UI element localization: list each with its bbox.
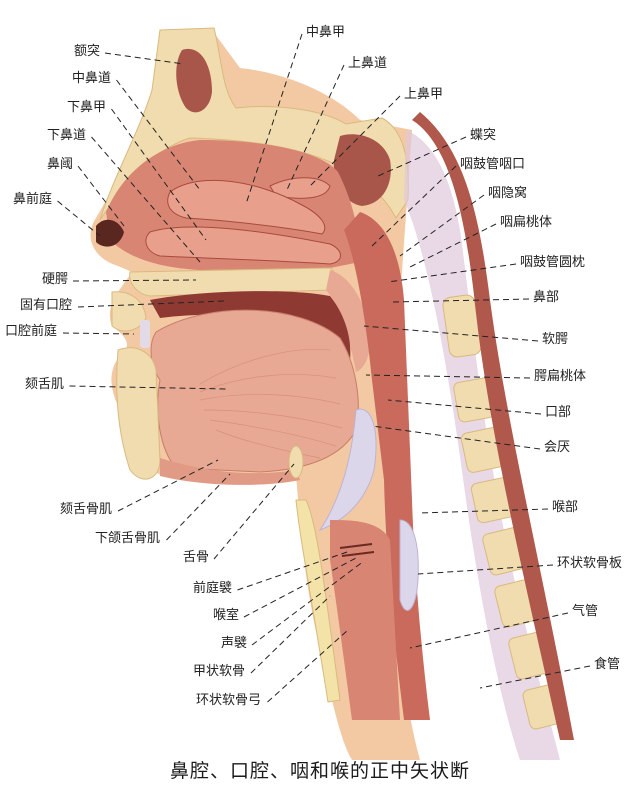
- label-pharyngeal-opening-auditory-tube: 咽鼓管咽口: [460, 157, 526, 172]
- leader-trachea: [409, 612, 569, 649]
- label-pharyngeal-recess: 咽隐窝: [488, 186, 528, 201]
- label-thyroid-cartilage: 甲状软骨: [193, 664, 246, 679]
- label-laryngeal-ventricle: 喉室: [213, 608, 240, 623]
- leader-oral-vestibule: [62, 332, 135, 335]
- figure-caption: 鼻腔、口腔、咽和喉的正中矢状断: [169, 760, 470, 782]
- leader-oral-cavity-proper: [77, 300, 225, 308]
- leader-laryngeal-ventricle: [243, 556, 359, 618]
- tongue: [150, 309, 359, 473]
- leader-nasal-vestibule: [57, 200, 101, 237]
- leader-oropharynx: [387, 399, 542, 415]
- leader-pharyngeal-recess: [399, 194, 485, 257]
- leader-cricoid-arch: [267, 629, 349, 703]
- label-inferior-nasal-meatus: 下鼻道: [47, 128, 87, 143]
- floor-of-mouth: [160, 458, 300, 485]
- leader-hyoid-bone: [213, 463, 295, 560]
- leader-nasopharynx: [391, 298, 530, 303]
- leader-middle-nasal-meatus: [116, 79, 201, 191]
- leader-esophagus: [479, 665, 591, 689]
- leader-epiglottis: [371, 425, 541, 450]
- inferior-concha: [145, 226, 341, 265]
- leader-torus-tubarius: [387, 263, 517, 283]
- leader-palatine-tonsil: [365, 374, 531, 379]
- leader-inferior-nasal-meatus: [91, 136, 201, 263]
- vertebrae: [442, 294, 570, 730]
- label-mylohyoid: 下颌舌骨肌: [95, 531, 161, 546]
- label-torus-tubarius: 咽鼓管圆枕: [520, 255, 586, 270]
- label-middle-nasal-meatus: 中鼻道: [72, 71, 112, 86]
- frontal-sinus-cavity: [176, 48, 212, 113]
- leader-vocal-fold: [251, 560, 365, 646]
- label-inferior-nasal-concha: 下鼻甲: [67, 100, 107, 115]
- label-sphenoid-sinus: 蝶突: [470, 128, 497, 143]
- incisor: [140, 320, 150, 348]
- label-oropharynx: 口部: [545, 405, 572, 420]
- hyoid-bone-shape: [288, 445, 304, 479]
- label-laryngopharynx: 喉部: [552, 500, 579, 515]
- oral-cavity-roof: [150, 291, 351, 360]
- leader-superior-nasal-meatus: [285, 64, 345, 193]
- leader-cricoid-lamina: [417, 564, 554, 575]
- soft-palate-tissue: [326, 270, 371, 372]
- leader-laryngopharynx: [419, 508, 549, 514]
- label-soft-palate: 软腭: [542, 332, 569, 347]
- label-middle-nasal-concha: 中鼻甲: [306, 25, 346, 40]
- label-pharyngeal-tonsil: 咽扁桃体: [500, 215, 553, 230]
- label-oral-cavity-proper: 固有口腔: [20, 298, 73, 313]
- label-hard-palate: 硬腭: [42, 272, 69, 287]
- label-esophagus: 食管: [594, 657, 621, 672]
- leader-limen-nasi: [77, 165, 125, 227]
- leader-frontal-sinus: [104, 52, 185, 65]
- label-frontal-sinus: 额突: [74, 44, 101, 59]
- label-superior-nasal-meatus: 上鼻道: [348, 56, 388, 71]
- leader-mylohyoid: [166, 473, 231, 541]
- label-vestibular-fold: 前庭襞: [193, 581, 233, 596]
- leader-pharyngeal-tonsil: [407, 223, 497, 269]
- larynx-trachea: [330, 520, 400, 720]
- leader-inferior-nasal-concha: [111, 108, 207, 241]
- vocal-folds: [339, 543, 375, 557]
- label-limen-nasi: 鼻阈: [47, 157, 74, 172]
- label-palatine-tonsil: 腭扁桃体: [534, 369, 587, 384]
- leader-sphenoid-sinus: [377, 136, 467, 177]
- posterior-neck-muscle: [412, 112, 574, 740]
- leader-hard-palate: [72, 279, 197, 282]
- label-vocal-fold: 声襞: [221, 636, 248, 651]
- thyroid-cartilage-shape: [295, 499, 341, 703]
- label-epiglottis: 会厌: [544, 440, 571, 455]
- label-superior-nasal-concha: 上鼻甲: [404, 87, 444, 102]
- leader-superior-nasal-concha: [309, 95, 401, 187]
- label-cricoid-arch: 环状软骨弓: [196, 693, 262, 708]
- leader-genioglossus: [69, 385, 227, 390]
- epiglottis-shape: [318, 408, 377, 532]
- label-cricoid-lamina: 环状软骨板: [557, 556, 623, 571]
- upper-lip: [111, 291, 147, 332]
- leader-geniohyoid: [117, 459, 219, 512]
- label-hyoid-bone: 舌骨: [183, 550, 210, 565]
- label-geniohyoid: 颏舌骨肌: [60, 502, 113, 517]
- lower-lip-jaw: [116, 347, 161, 480]
- middle-concha: [167, 179, 326, 235]
- sphenoid-sinus-cavity: [333, 134, 391, 206]
- superior-concha: [269, 177, 331, 199]
- label-trachea: 气管: [572, 604, 599, 619]
- leader-thyroid-cartilage: [250, 595, 331, 674]
- leader-lines: [57, 33, 591, 703]
- label-oral-vestibule: 口腔前庭: [5, 324, 58, 339]
- leader-soft-palate: [363, 325, 539, 342]
- cricoid-lamina-shape: [399, 519, 419, 611]
- label-nasopharynx: 鼻部: [533, 290, 560, 305]
- label-nasal-vestibule: 鼻前庭: [13, 192, 53, 207]
- label-genioglossus: 颏舌肌: [25, 377, 65, 392]
- nostril: [96, 219, 124, 247]
- tongue-muscle-fibers: [199, 349, 343, 459]
